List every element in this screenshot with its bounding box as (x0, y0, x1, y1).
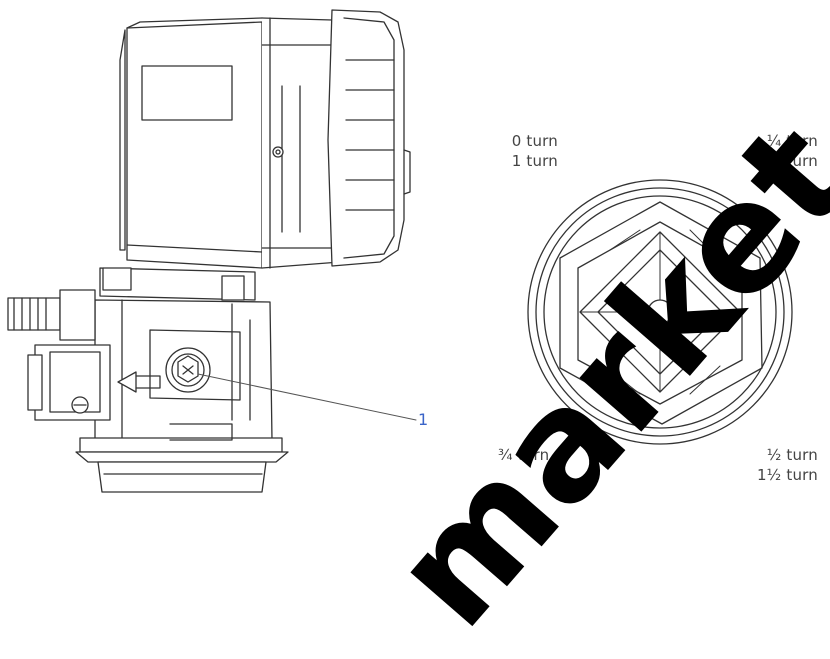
controller-housing (119, 9, 411, 269)
valve-body (7, 267, 289, 493)
valve-diagram: 0 turn 1 turn ¼ turn 1¼ turn ½ turn 1½ t… (7, 0, 830, 659)
label-one-turn: 1 turn (511, 152, 558, 170)
label-half-turn: ½ turn (766, 446, 818, 464)
label-zero-turn: 0 turn (511, 132, 558, 150)
hex-detail (527, 179, 793, 445)
callout-number: 1 (418, 410, 429, 429)
label-quarter-turn: ¼ turn (766, 132, 818, 150)
valve-drawing (7, 9, 793, 493)
label-three-quarter-turn: ¾ turn (498, 446, 550, 464)
label-one-quarter-turn: 1¼ turn (756, 152, 818, 170)
label-one-half-turn: 1½ turn (756, 466, 818, 484)
callout-leader (197, 373, 417, 421)
